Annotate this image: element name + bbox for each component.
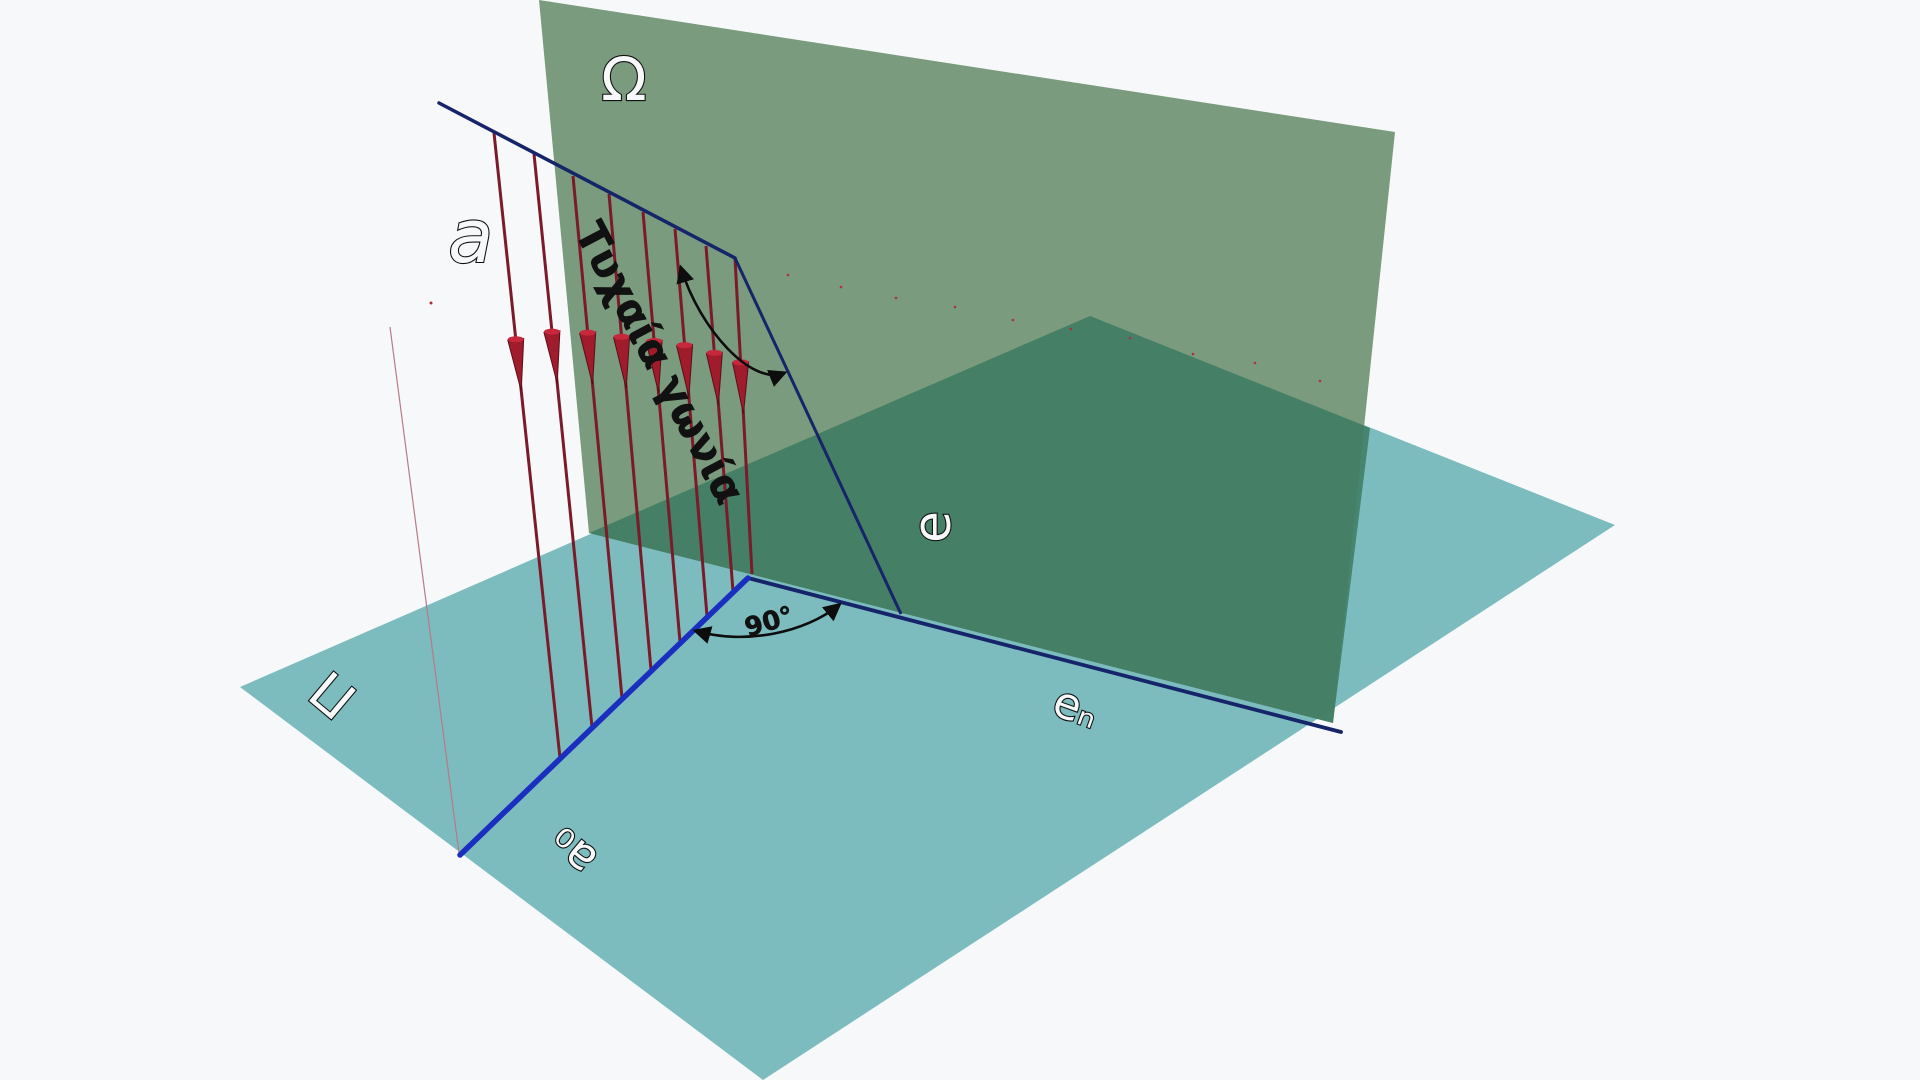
projector-arrowhead-cap [544,328,560,335]
right-angle-arc [692,602,842,644]
projector-arrowhead-cap [613,333,630,340]
line-a [437,101,737,260]
projector-line [607,193,653,671]
projector-arrowhead [507,337,525,392]
projector-line [641,211,682,643]
projector-line [532,153,594,728]
overlap-region [589,316,1370,723]
projector-arrowhead-cap [706,349,723,356]
dotted-trace [429,273,1322,383]
label-e: e [903,511,963,543]
projector-arrowhead [543,330,561,384]
rotation-angle-arc [676,264,788,387]
projector-line [492,132,562,759]
projector-arrowhead-cap [579,329,596,336]
guide-line [389,326,460,854]
line-e [746,576,1343,734]
label-a: a [448,194,493,280]
projector-arrowhead-cap [646,338,663,344]
label-omega: Ω [601,45,647,115]
projector-line [571,175,624,699]
projector-arrowhead-cap [507,336,524,343]
